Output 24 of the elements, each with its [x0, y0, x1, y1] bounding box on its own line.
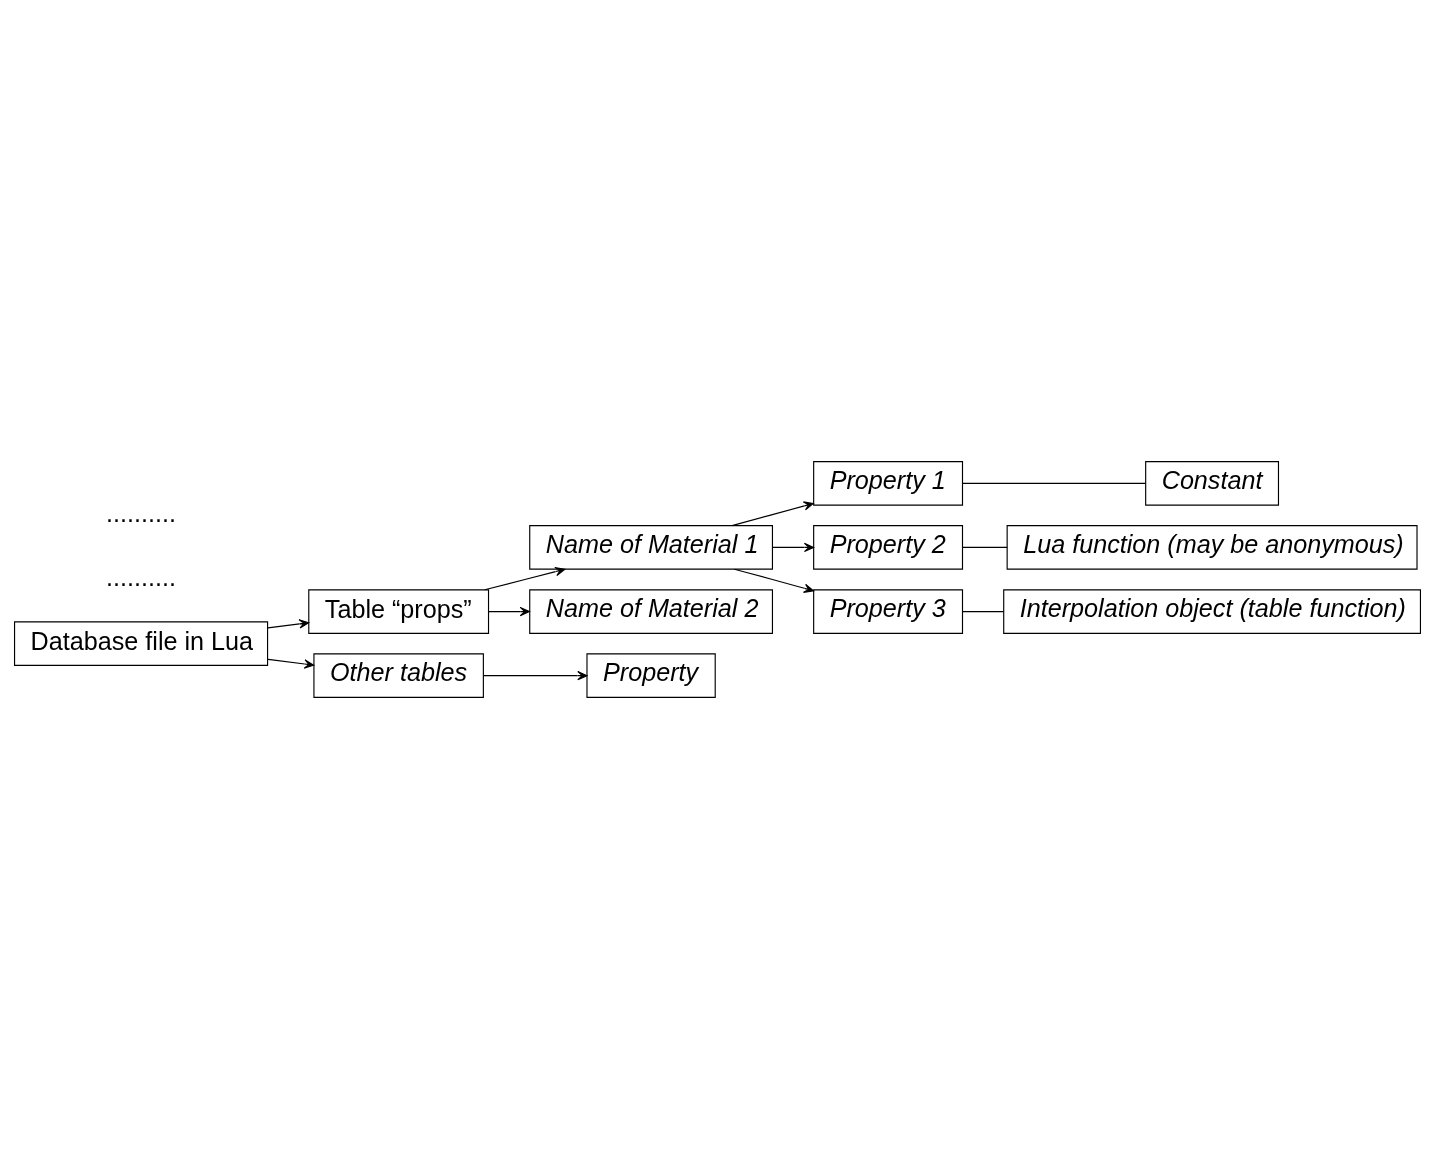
node-box: Property 1 [813, 460, 964, 506]
node-box: Property 2 [813, 524, 964, 570]
connector [962, 482, 1147, 484]
node-box: Database file in Lua [14, 620, 269, 666]
node-box: Property [586, 652, 716, 698]
node-box: Other tables [313, 652, 484, 698]
arrow [484, 566, 566, 590]
connector [962, 546, 1008, 548]
node-box: Property 3 [813, 588, 964, 634]
connector [962, 610, 1005, 612]
arrow [482, 670, 588, 680]
label: .......... [106, 498, 177, 527]
arrow [267, 618, 310, 628]
node-box: Constant [1145, 460, 1280, 506]
node-box: Name of Material 2 [529, 588, 774, 634]
node-box: Lua function (may be anonymous) [1006, 524, 1418, 570]
node-box: Table “props” [308, 588, 490, 634]
arrow [488, 606, 530, 616]
node-box: Name of Material 1 [529, 524, 774, 570]
arrow [772, 542, 815, 552]
arrow [731, 500, 814, 526]
arrow [267, 658, 315, 669]
node-box: Interpolation object (table function) [1003, 588, 1421, 634]
label: .......... [106, 562, 177, 591]
